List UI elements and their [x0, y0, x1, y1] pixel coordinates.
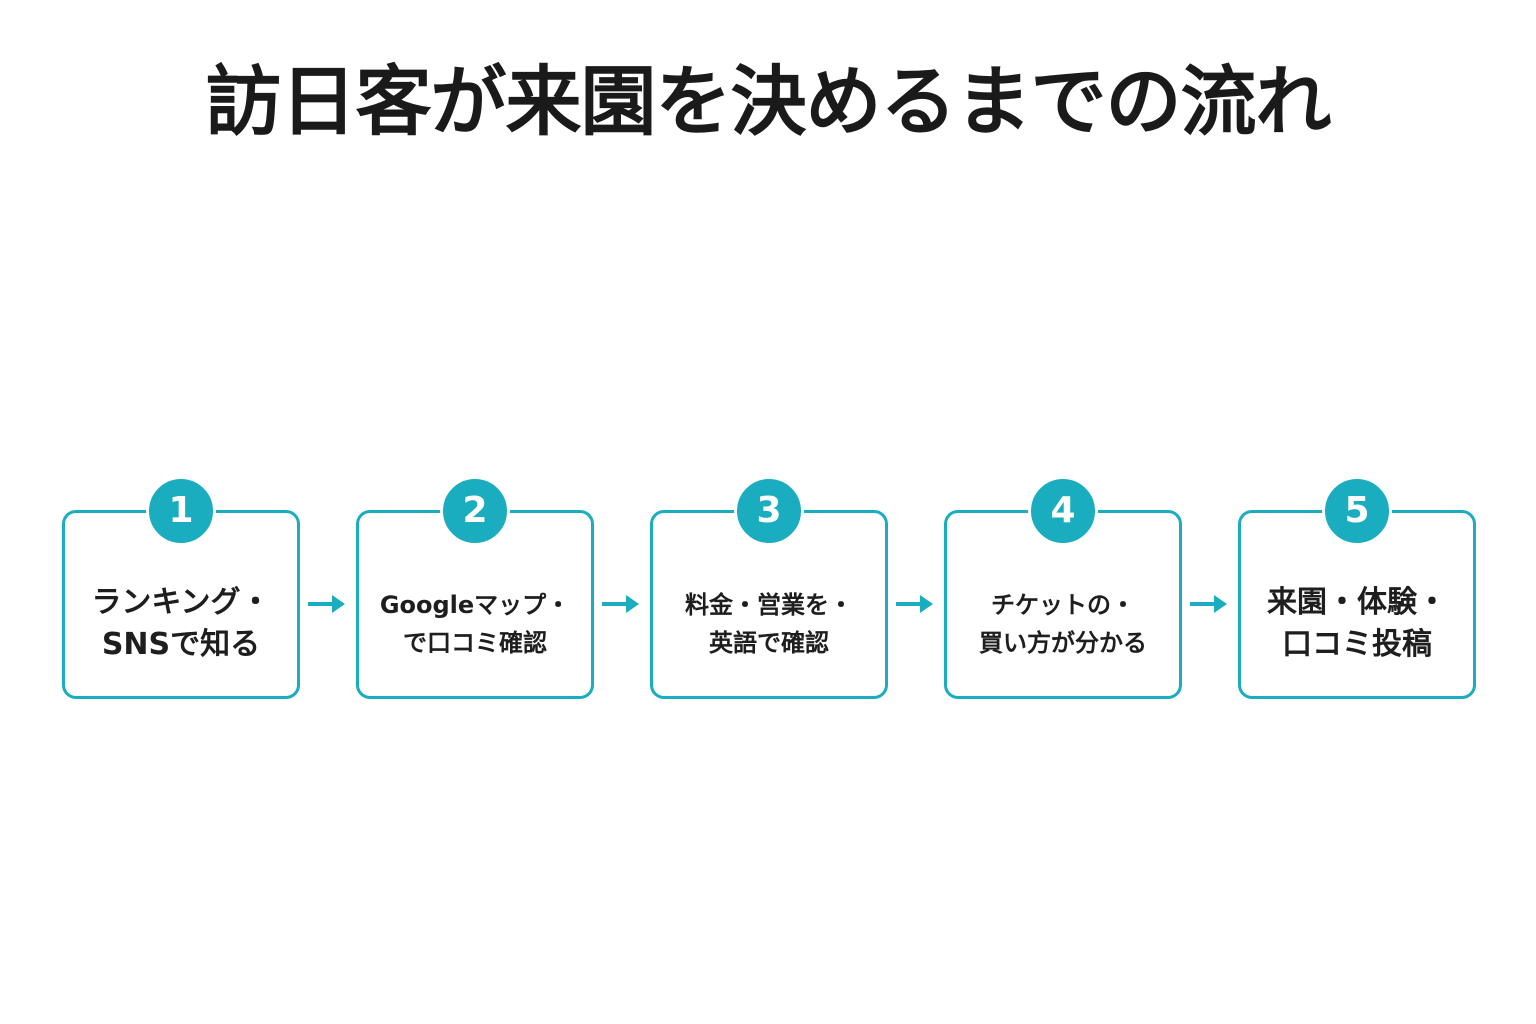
step-4-number-badge: 4 [1028, 476, 1098, 546]
step-3-box: 3 料金・営業を・ 英語で確認 [650, 476, 888, 699]
step-5-line-1: 来園・体験・ [1267, 584, 1447, 620]
step-2-number-badge: 2 [440, 476, 510, 546]
step-1-line-1: ランキング・ [91, 584, 271, 620]
step-1-number-badge: 1 [146, 476, 216, 546]
arrow-right-icon [896, 595, 933, 613]
arrow-right-icon [602, 595, 639, 613]
step-5-number-badge: 5 [1322, 476, 1392, 546]
step-3-label: 料金・営業を・ 英語で確認 [653, 551, 885, 696]
step-2-box: 2 Googleマップ・ で口コミ確認 [356, 476, 594, 699]
step-5-box: 5 来園・体験・ 口コミ投稿 [1238, 476, 1476, 699]
step-2-label: Googleマップ・ で口コミ確認 [359, 551, 591, 696]
step-4-label: チケットの・ 買い方が分かる [947, 551, 1179, 696]
step-3-line-2: 英語で確認 [709, 628, 829, 657]
step-4-line-2: 買い方が分かる [979, 628, 1147, 657]
step-5-label: 来園・体験・ 口コミ投稿 [1241, 551, 1473, 696]
step-3-number-badge: 3 [734, 476, 804, 546]
step-1-box: 1 ランキング・ SNSで知る [62, 476, 300, 699]
arrow-right-icon [308, 595, 345, 613]
step-2-line-1: Googleマップ・ [379, 590, 571, 619]
step-4-box: 4 チケットの・ 買い方が分かる [944, 476, 1182, 699]
step-1-line-2: SNSで知る [101, 626, 261, 662]
step-5-line-2: 口コミ投稿 [1282, 626, 1432, 662]
arrow-right-icon [1190, 595, 1227, 613]
step-1-label: ランキング・ SNSで知る [65, 551, 297, 696]
step-3-line-1: 料金・営業を・ [685, 590, 853, 619]
page-title: 訪日客が来園を決めるまでの流れ [205, 57, 1332, 146]
step-4-line-1: チケットの・ [991, 590, 1135, 619]
step-2-line-2: で口コミ確認 [403, 628, 547, 657]
